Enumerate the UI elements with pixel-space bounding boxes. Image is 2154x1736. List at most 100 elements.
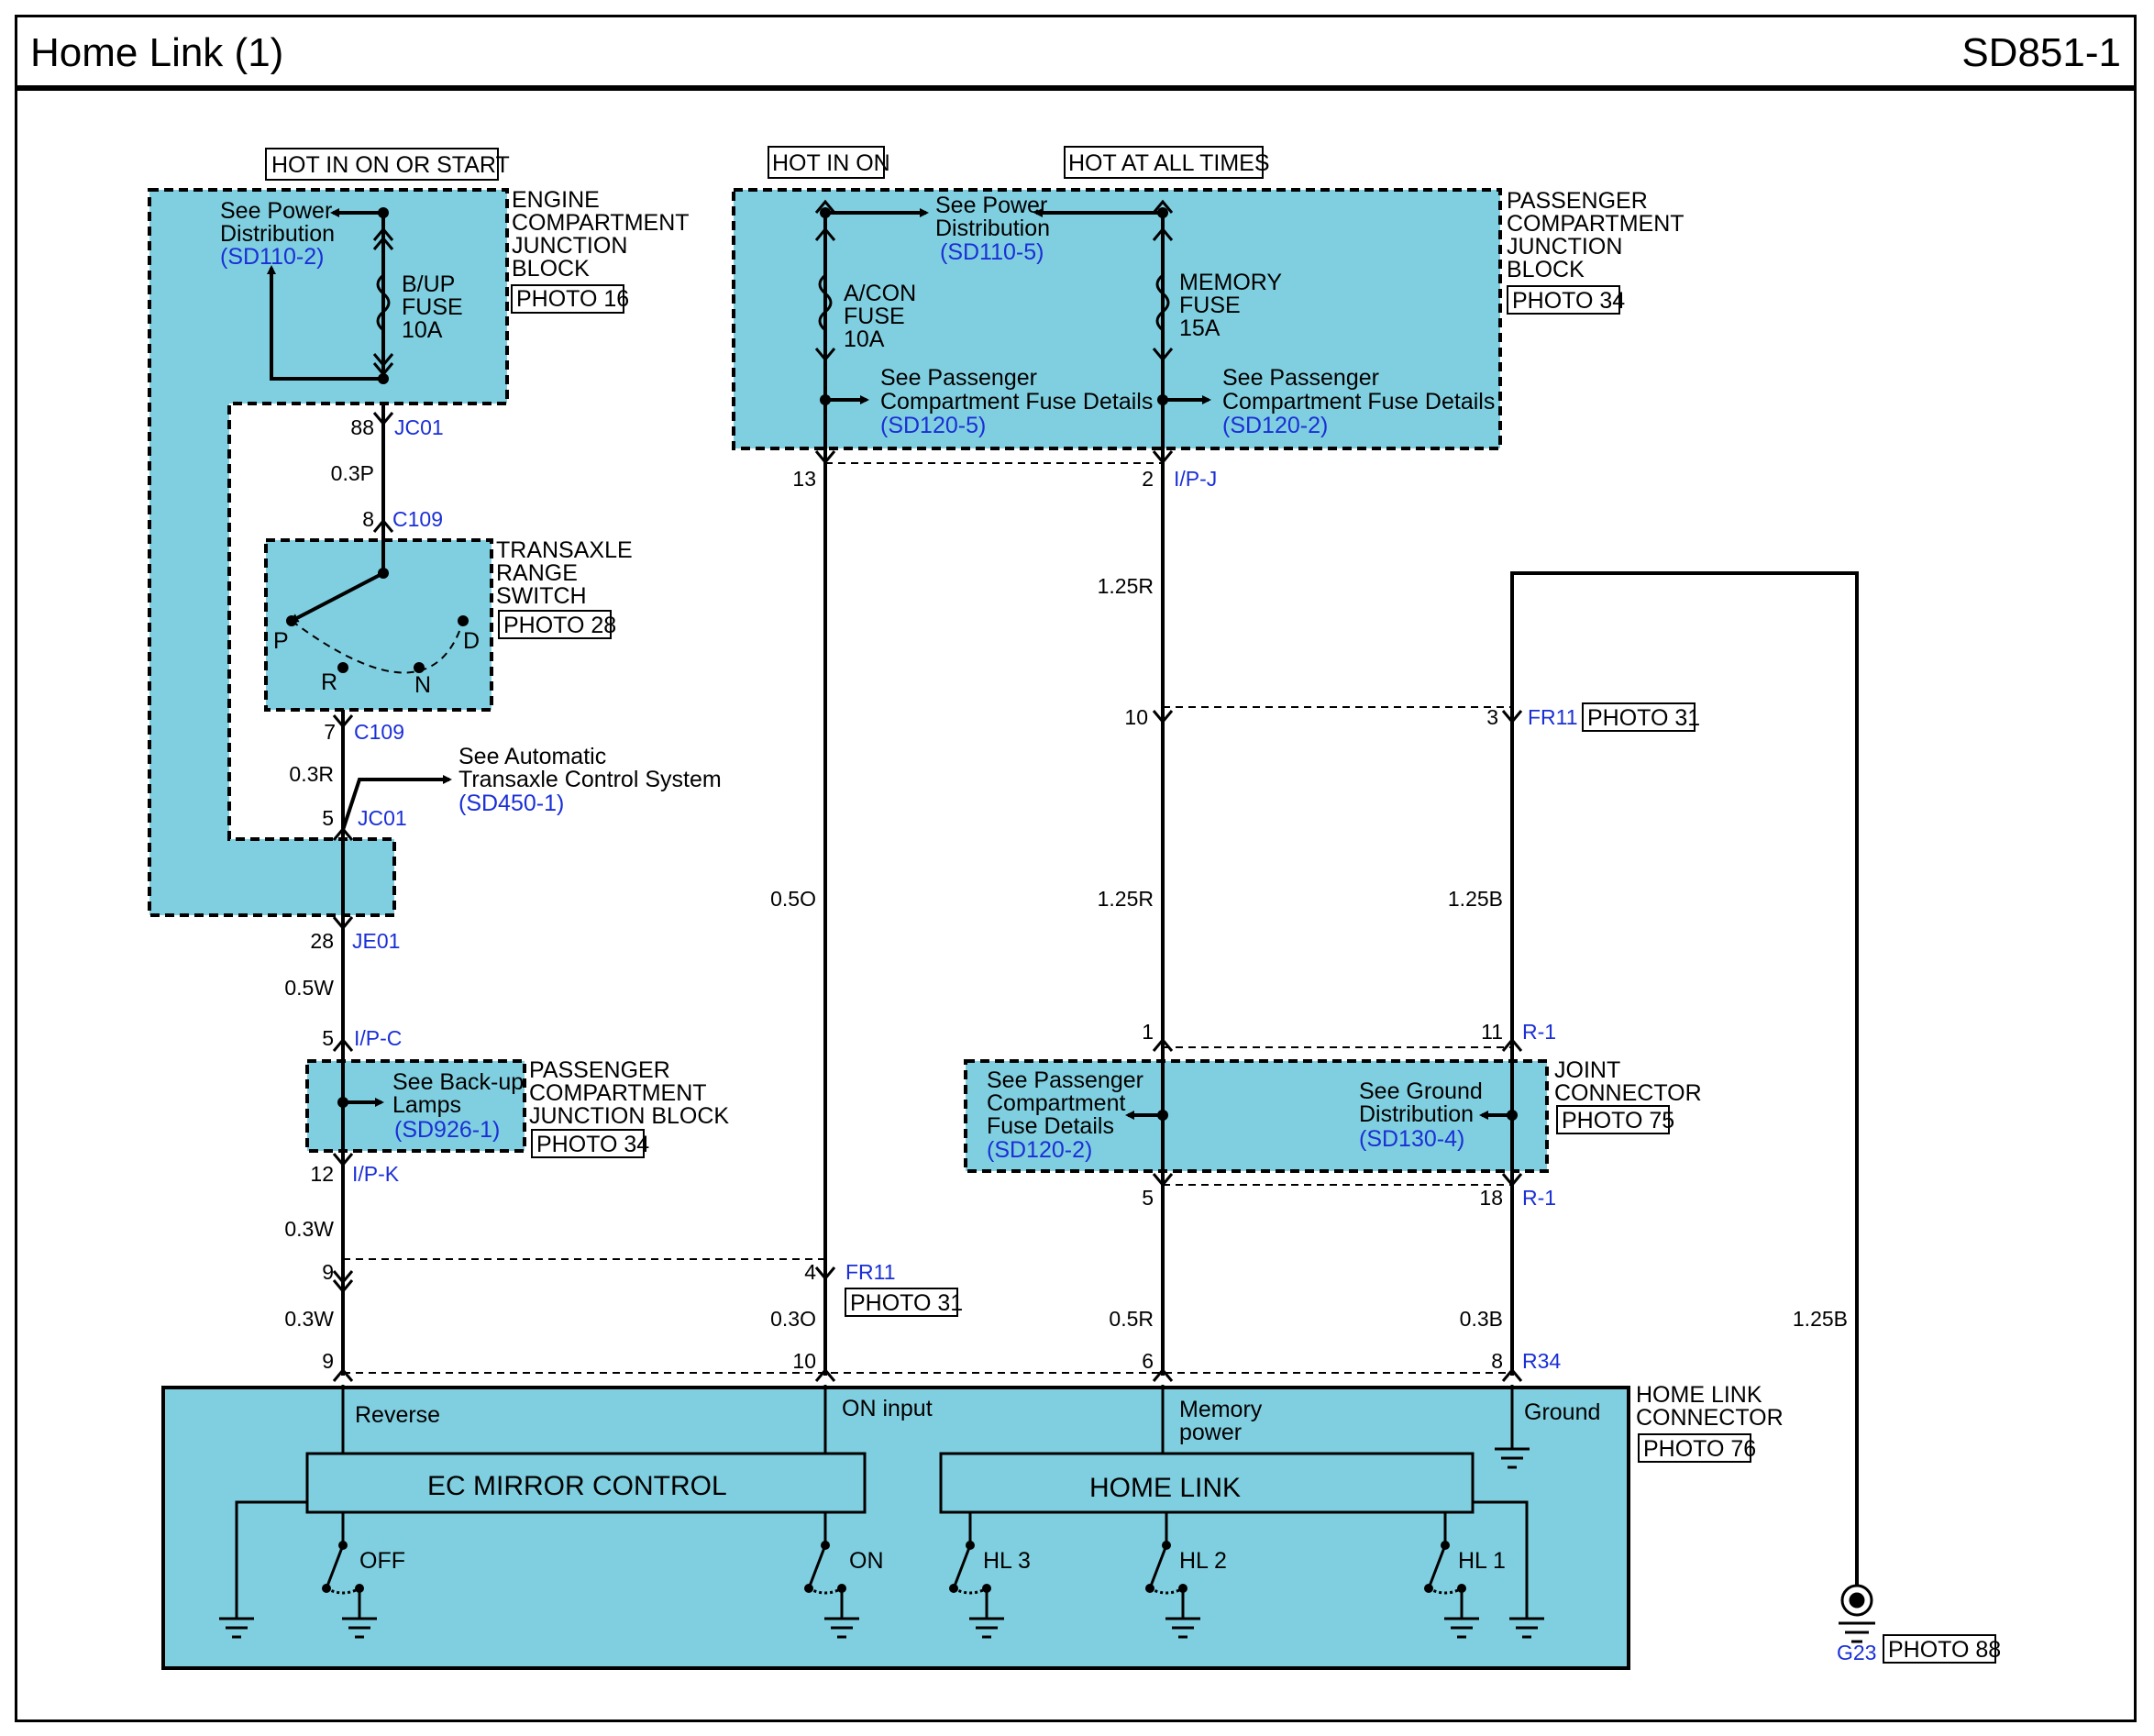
fuse-symbols	[376, 273, 1170, 332]
home-link-photo: PHOTO 76	[1643, 1436, 1756, 1462]
diagram-frame	[15, 15, 2137, 1722]
engine-block-name-3: JUNCTION	[512, 233, 627, 259]
acon-fuse-2: FUSE	[844, 304, 905, 329]
switch-dots	[322, 1541, 1466, 1593]
photo-label-boxes	[498, 284, 1996, 1664]
wire-1-25r-a: 1.25R	[1098, 574, 1154, 598]
ec-mirror-control-label: EC MIRROR CONTROL	[427, 1471, 727, 1501]
conn-r34: R34	[1522, 1349, 1561, 1373]
auto-transaxle-ref: (SD450-1)	[458, 791, 564, 816]
wire-0-3w-a: 0.3W	[284, 1217, 334, 1241]
pin-5c: 5	[1142, 1186, 1154, 1210]
conn-jc01-bottom: JC01	[358, 806, 407, 830]
joint-see-right-ref: (SD130-4)	[1359, 1126, 1464, 1152]
splice-dots	[286, 207, 1518, 1121]
pcjb-top-photo: PHOTO 34	[1512, 288, 1625, 314]
memory-fuse-1: MEMORY	[1179, 270, 1282, 295]
switch-hl2-label: HL 2	[1179, 1548, 1227, 1574]
pin-5: 5	[322, 806, 334, 830]
transaxle-pos-r: R	[321, 669, 337, 695]
pin-9: 9	[322, 1260, 334, 1284]
pin-12: 12	[310, 1162, 334, 1186]
pin-reverse-label: Reverse	[355, 1402, 440, 1428]
power-hot-all-times: HOT AT ALL TIMES	[1068, 150, 1270, 176]
pin-4: 4	[804, 1260, 816, 1284]
bup-fuse-1: B/UP	[402, 271, 455, 297]
pin-on-input-label: ON input	[842, 1396, 933, 1421]
engine-block-name-1: ENGINE	[512, 187, 600, 213]
connector-chevrons	[332, 199, 1523, 1382]
pin-28: 28	[310, 929, 334, 953]
transaxle-pos-n: N	[414, 672, 431, 698]
pcjb-see-power-ref: (SD110-5)	[940, 239, 1044, 265]
pin-10b: 10	[792, 1349, 816, 1373]
joint-see-left-3: Fuse Details	[987, 1113, 1114, 1139]
conn-ipk: I/P-K	[352, 1162, 400, 1186]
ground-g23-symbol	[1839, 1584, 1875, 1643]
home-link-name-1: HOME LINK	[1636, 1382, 1762, 1408]
joint-see-left-1: See Passenger	[987, 1067, 1143, 1093]
see-fuse-right-2: Compartment Fuse Details	[1222, 389, 1495, 415]
pin-7: 7	[324, 720, 336, 744]
bup-fuse-2: FUSE	[402, 294, 463, 320]
pin-5b: 5	[322, 1026, 334, 1050]
wire-0-3p: 0.3P	[331, 461, 374, 485]
pin-1: 1	[1142, 1020, 1154, 1044]
conn-fr11-top: FR11	[1528, 705, 1578, 729]
pin-6: 6	[1142, 1349, 1154, 1373]
switch-hl1-label: HL 1	[1458, 1548, 1506, 1574]
home-link-internals	[219, 1385, 1544, 1639]
connector-dashes	[291, 462, 1512, 1374]
title-bar: Home Link (1) SD851-1	[17, 17, 2134, 91]
pin-memory-power-1: Memory	[1179, 1397, 1263, 1422]
engine-block-name-4: BLOCK	[512, 256, 590, 282]
see-fuse-right-1: See Passenger	[1222, 365, 1379, 391]
g23-photo: PHOTO 88	[1888, 1637, 2001, 1663]
conn-g23: G23	[1837, 1641, 1876, 1664]
power-labels	[265, 146, 1264, 181]
see-fuse-right-ref: (SD120-2)	[1222, 413, 1328, 438]
bup-fuse-3: 10A	[402, 317, 443, 343]
backup-see-1: See Back-up	[392, 1069, 524, 1095]
conn-jc01-top: JC01	[394, 415, 444, 439]
engine-block-photo: PHOTO 16	[516, 286, 629, 312]
see-fuse-left-2: Compartment Fuse Details	[880, 389, 1153, 415]
pcjb-backup-name-3: JUNCTION BLOCK	[529, 1103, 729, 1129]
pin-13: 13	[792, 467, 816, 491]
pcjb-top-name-3: JUNCTION	[1507, 234, 1622, 260]
conn-c109-bottom: C109	[354, 720, 404, 744]
transaxle-pos-p: P	[273, 628, 289, 654]
conn-ipc: I/P-C	[354, 1026, 402, 1050]
pcjb-top-name-2: COMPARTMENT	[1507, 211, 1685, 237]
pin-3: 3	[1486, 705, 1498, 729]
auto-transaxle-1: See Automatic	[458, 744, 606, 769]
page-code: SD851-1	[1961, 30, 2121, 75]
switch-off-label: OFF	[359, 1548, 405, 1574]
wire-0-3w-b: 0.3W	[284, 1307, 334, 1331]
conn-r1-bottom: R-1	[1522, 1186, 1556, 1210]
wire-1-25b-b: 1.25B	[1793, 1307, 1848, 1331]
home-link-connector-box	[161, 1386, 1630, 1670]
engine-see-power-1: See Power	[220, 198, 332, 224]
home-link-box-label: HOME LINK	[1089, 1473, 1241, 1503]
wire-0-5o: 0.5O	[770, 887, 816, 911]
pcjb-see-power-1: See Power	[935, 193, 1047, 218]
pin-18: 18	[1479, 1186, 1503, 1210]
wires	[267, 208, 1859, 1585]
pin-2: 2	[1142, 467, 1154, 491]
transaxle-name-2: RANGE	[496, 560, 578, 586]
pin-11: 11	[1481, 1020, 1503, 1044]
transaxle-photo: PHOTO 28	[503, 613, 616, 638]
joint-see-left-ref: (SD120-2)	[987, 1137, 1092, 1163]
passenger-compartment-junction-block-top	[732, 188, 1502, 450]
joint-see-right-1: See Ground	[1359, 1078, 1483, 1104]
page-title: Home Link (1)	[30, 30, 284, 75]
switch-on-label: ON	[849, 1548, 884, 1574]
home-link-name-2: CONNECTOR	[1636, 1405, 1784, 1431]
pin-ground-label: Ground	[1524, 1399, 1600, 1425]
pin-10: 10	[1124, 705, 1148, 729]
joint-name-1: JOINT	[1554, 1057, 1620, 1083]
memory-fuse-3: 15A	[1179, 315, 1221, 341]
wire-0-5r: 0.5R	[1109, 1307, 1154, 1331]
pin-88: 88	[350, 415, 374, 439]
